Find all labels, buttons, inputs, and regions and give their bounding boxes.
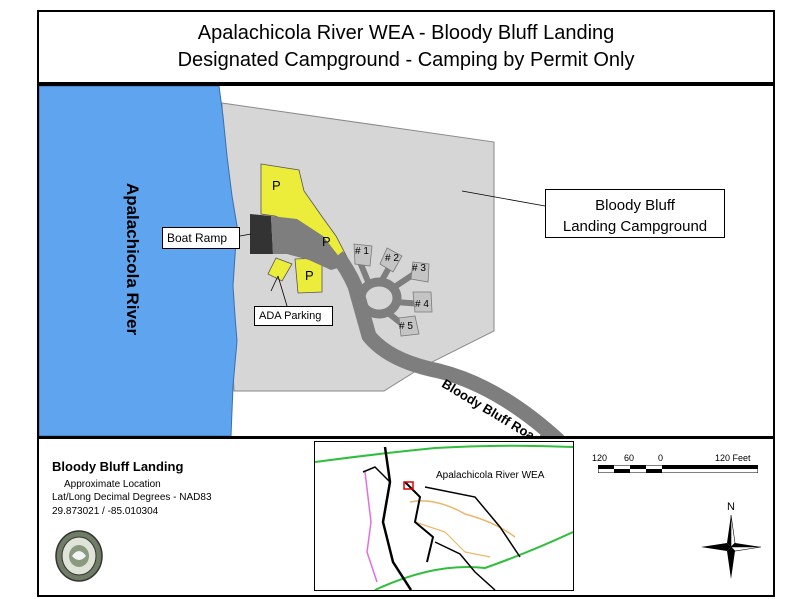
parking-mark: P bbox=[322, 234, 331, 249]
campsite-pads bbox=[353, 243, 433, 337]
leader-lines bbox=[239, 190, 546, 307]
campsite-label: # 4 bbox=[415, 299, 429, 310]
info-approx: Approximate Location bbox=[64, 479, 161, 490]
info-coords: 29.873021 / -85.010304 bbox=[52, 506, 159, 517]
scale-bar bbox=[598, 465, 758, 473]
title-line-1: Apalachicola River WEA - Bloody Bluff La… bbox=[197, 22, 615, 44]
fwc-seal-icon bbox=[55, 530, 103, 582]
campsite-label: # 1 bbox=[355, 246, 369, 257]
parking-mark: P bbox=[272, 178, 281, 193]
map-canvas bbox=[39, 86, 565, 436]
river-label: Apalachicola River bbox=[123, 182, 142, 336]
inset-map-canvas bbox=[315, 444, 573, 590]
campsite-label: # 5 bbox=[399, 321, 413, 332]
ada-parking-callout: ADA Parking bbox=[254, 306, 333, 326]
inset-map: Apalachicola River WEA bbox=[314, 441, 574, 591]
campsite-label: # 3 bbox=[412, 263, 426, 274]
parking-lot-ada bbox=[267, 257, 293, 282]
boat-ramp-callout: Boat Ramp bbox=[162, 227, 240, 249]
campsite-label: # 2 bbox=[385, 253, 399, 264]
map-panel: Apalachicola River P P P # 1 # 2 # 3 # 4… bbox=[37, 84, 775, 438]
north-arrow-icon bbox=[701, 515, 761, 579]
campground-callout: Bloody Bluff Landing Campground bbox=[545, 189, 725, 238]
ramp-lot bbox=[271, 216, 345, 270]
info-panel: Bloody Bluff Landing Approximate Locatio… bbox=[37, 437, 775, 597]
river-shape bbox=[39, 86, 238, 436]
campsite-loop bbox=[356, 277, 402, 319]
inset-location-marker bbox=[403, 481, 414, 490]
scale-label: 0 bbox=[658, 453, 664, 463]
north-label: N bbox=[727, 501, 735, 513]
scale-label: 60 bbox=[624, 453, 635, 463]
road-main bbox=[331, 251, 565, 436]
parking-mark: P bbox=[305, 268, 314, 283]
boat-ramp-label: Boat Ramp bbox=[167, 231, 228, 245]
boat-ramp bbox=[250, 214, 273, 254]
scale-label: 120 Feet bbox=[715, 453, 751, 463]
info-datum: Lat/Long Decimal Degrees - NAD83 bbox=[52, 492, 212, 503]
info-heading: Bloody Bluff Landing bbox=[52, 459, 184, 474]
title-line-2: Designated Campground - Camping by Permi… bbox=[177, 49, 635, 71]
ada-parking-label: ADA Parking bbox=[259, 310, 322, 322]
campground-label-line1: Bloody Bluff bbox=[595, 197, 675, 214]
campground-label-line2: Landing Campground bbox=[562, 218, 708, 235]
title-box: Apalachicola River WEA - Bloody Bluff La… bbox=[37, 10, 775, 84]
scale-label: 120 bbox=[592, 453, 608, 463]
inset-label: Apalachicola River WEA bbox=[436, 470, 545, 481]
